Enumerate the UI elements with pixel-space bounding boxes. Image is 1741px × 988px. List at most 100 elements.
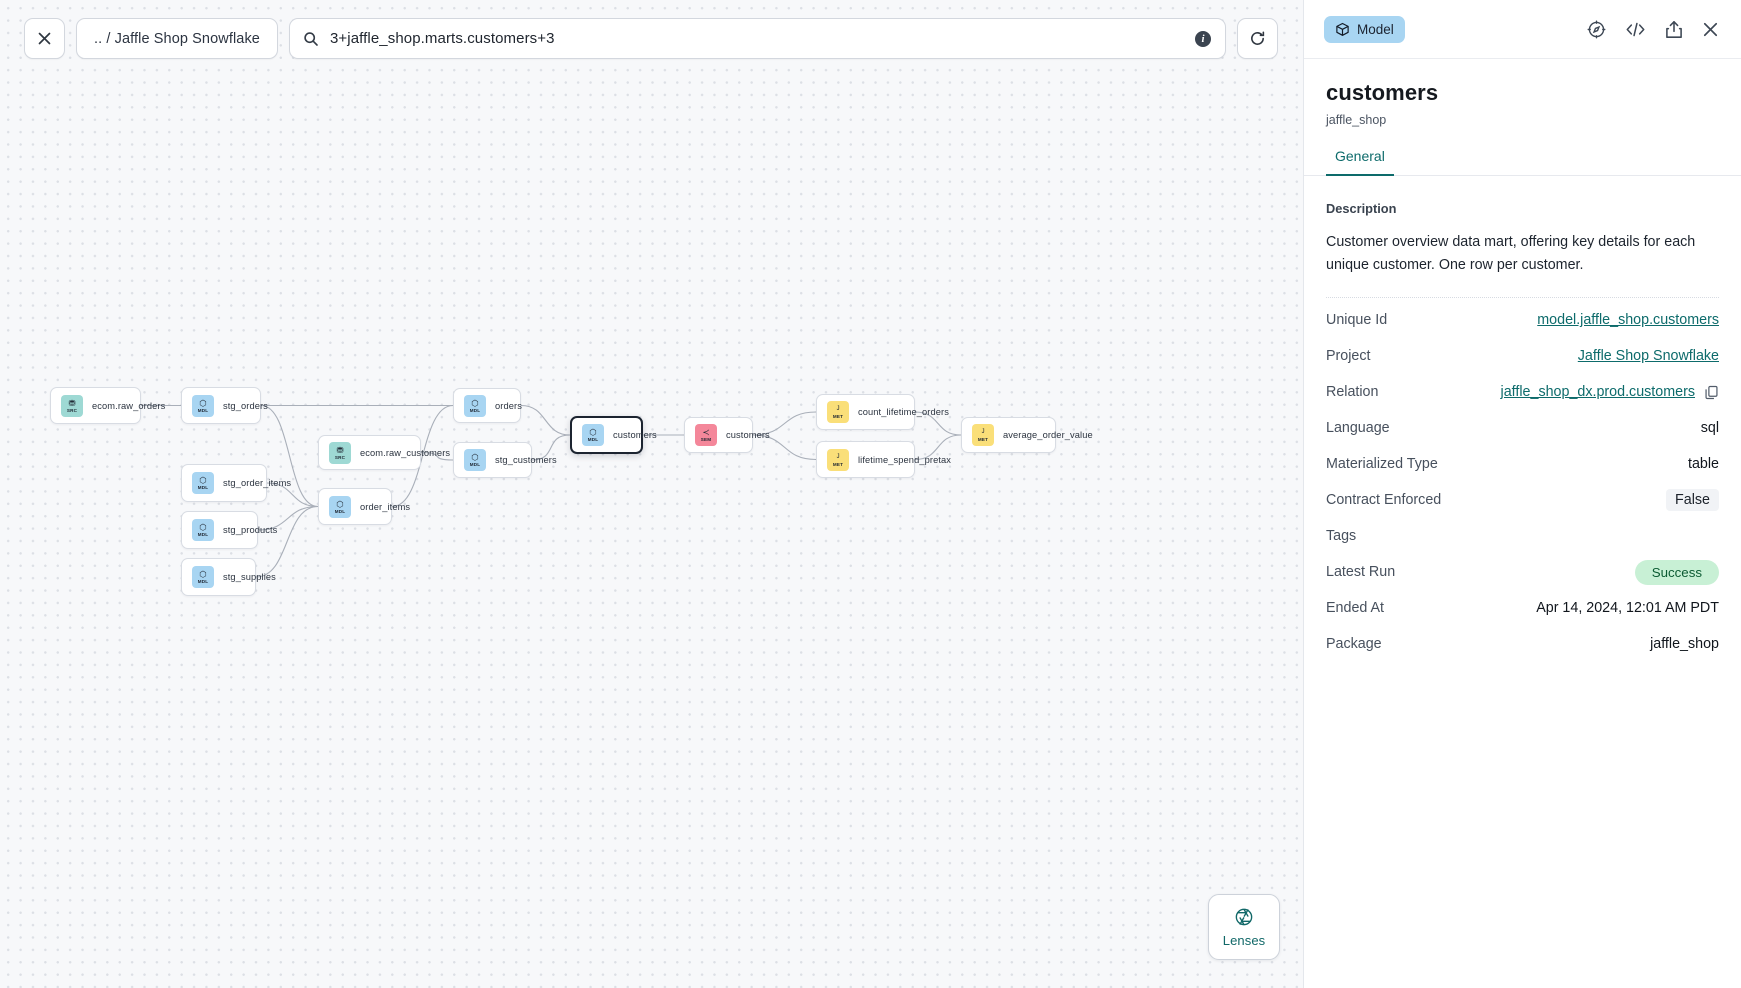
lineage-node-customers_model[interactable]: ⬡MDL customers — [570, 416, 657, 454]
panel-tabs: General — [1304, 148, 1741, 176]
lineage-node-stg_products[interactable]: ⬡MDL stg_products — [181, 511, 277, 549]
mdl-badge-icon: ⬡MDL — [192, 566, 214, 588]
lineage-node-label: customers — [726, 430, 770, 440]
property-value-wrap: jaffle_shop_dx.prod.customers — [1501, 384, 1719, 400]
share-icon[interactable] — [1665, 20, 1683, 39]
lineage-node-label: order_items — [360, 501, 411, 512]
lineage-node-label: stg_customers — [495, 455, 557, 465]
mdl-badge-icon: ⬡MDL — [192, 394, 214, 417]
property-key: Project — [1326, 348, 1371, 365]
canvas-toolbar: .. / Jaffle Shop Snowflake i — [24, 18, 1278, 59]
property-key: Materialized Type — [1326, 456, 1438, 473]
property-value[interactable]: Jaffle Shop Snowflake — [1577, 348, 1719, 365]
lineage-node-label: count_lifetime_orders — [858, 407, 949, 417]
mdl-badge-icon: ⬡MDL — [464, 394, 486, 417]
src-badge-icon: ⛃SRC — [329, 441, 351, 464]
lineage-node-label: stg_supplies — [223, 572, 276, 582]
property-row: Contract Enforced False — [1326, 482, 1719, 518]
property-value-wrap: Jaffle Shop Snowflake — [1578, 348, 1719, 364]
breadcrumb-label: .. / Jaffle Shop Snowflake — [94, 30, 260, 47]
property-row: Materialized Type table — [1326, 446, 1719, 482]
lineage-edge — [255, 505, 319, 578]
property-key: Unique Id — [1326, 312, 1388, 329]
close-lineage-button[interactable] — [24, 18, 65, 59]
tab-general-label: General — [1335, 148, 1385, 164]
panel-header: customers jaffle_shop — [1304, 59, 1741, 127]
panel-body: Description Customer overview data mart,… — [1304, 176, 1741, 988]
page-title: customers — [1326, 80, 1439, 105]
mdl-badge-icon: ⬡MDL — [329, 495, 351, 518]
tab-general[interactable]: General — [1326, 148, 1394, 176]
entity-type-badge[interactable]: Model — [1324, 15, 1405, 43]
aperture-icon — [1235, 908, 1253, 925]
details-panel: Model — [1303, 0, 1741, 988]
property-value[interactable]: jaffle_shop_dx.prod.customers — [1500, 384, 1695, 401]
lenses-label: Lenses — [1222, 932, 1266, 948]
refresh-button[interactable] — [1236, 18, 1278, 59]
src-badge-icon: ⛃SRC — [61, 394, 83, 417]
property-value: Apr 14, 2024, 12:01 AM PDT — [1536, 600, 1719, 617]
property-value-wrap: Apr 14, 2024, 12:01 AM PDT — [1536, 600, 1719, 616]
property-value: sql — [1700, 420, 1719, 437]
property-key: Latest Run — [1326, 564, 1396, 581]
property-key: Ended At — [1326, 600, 1385, 617]
lineage-node-label: stg_orders — [223, 400, 268, 411]
property-row: Unique Id model.jaffle_shop.customers — [1326, 302, 1719, 338]
info-icon[interactable]: i — [1194, 30, 1211, 47]
section-divider — [1326, 297, 1719, 299]
mdl-badge-icon: ⬡MDL — [464, 449, 486, 471]
explore-icon[interactable] — [1587, 20, 1606, 39]
code-icon[interactable] — [1625, 20, 1646, 39]
lineage-node-stg_customers[interactable]: ⬡MDL stg_customers — [453, 442, 557, 478]
lineage-node-label: stg_products — [223, 525, 278, 535]
lineage-node-stg_orders[interactable]: ⬡MDL stg_orders — [181, 387, 268, 424]
panel-toolbar: Model — [1304, 0, 1741, 59]
property-key: Contract Enforced — [1326, 492, 1442, 509]
property-value[interactable]: model.jaffle_shop.customers — [1537, 312, 1719, 329]
breadcrumb[interactable]: .. / Jaffle Shop Snowflake — [76, 18, 278, 59]
property-value-wrap: sql — [1701, 420, 1719, 436]
page-subtitle: jaffle_shop — [1326, 113, 1387, 127]
property-value: jaffle_shop — [1650, 636, 1719, 653]
property-value-wrap: Success — [1634, 559, 1719, 585]
lineage-node-label: customers — [613, 430, 657, 440]
description-label: Description — [1326, 201, 1397, 216]
mdl-badge-icon: ⬡MDL — [192, 519, 214, 541]
property-value-wrap: table — [1688, 456, 1719, 472]
property-value: table — [1687, 456, 1719, 473]
search-box[interactable]: i — [288, 18, 1226, 59]
lineage-node-stg_supplies[interactable]: ⬡MDL stg_supplies — [181, 558, 276, 596]
lineage-node-label: lifetime_spend_pretax — [858, 454, 952, 465]
property-key: Tags — [1326, 528, 1357, 545]
close-icon — [38, 32, 51, 45]
panel-actions — [1587, 20, 1719, 39]
lineage-node-order_items[interactable]: ⬡MDL order_items — [318, 488, 410, 525]
lenses-button[interactable]: Lenses — [1208, 894, 1280, 960]
mdl-badge-icon: ⬡MDL — [192, 472, 214, 494]
property-row: Latest Run Success — [1326, 554, 1719, 590]
entity-type-label: Model — [1357, 21, 1394, 37]
property-value: False — [1666, 489, 1719, 512]
mdl-badge-icon: ⬡MDL — [582, 424, 604, 446]
lineage-node-label: stg_order_items — [223, 478, 292, 488]
close-icon[interactable] — [1702, 21, 1719, 38]
search-icon — [304, 31, 318, 46]
copy-icon[interactable] — [1704, 385, 1719, 400]
search-input[interactable] — [329, 30, 1184, 47]
lineage-node-stg_order_items[interactable]: ⬡MDL stg_order_items — [181, 464, 291, 502]
